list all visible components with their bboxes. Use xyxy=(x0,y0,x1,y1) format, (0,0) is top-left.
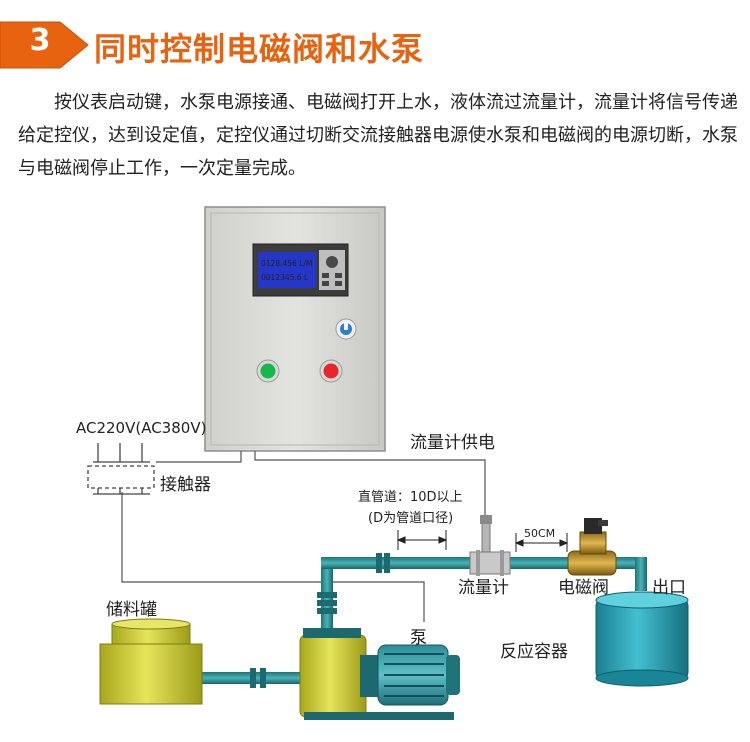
storage-tank-icon xyxy=(99,618,203,705)
pump-icon xyxy=(299,628,460,720)
lcd-screen xyxy=(258,252,316,288)
step-number: 3 xyxy=(29,23,51,58)
solenoid-valve-icon xyxy=(567,518,617,576)
flowmeter-label: 流量计 xyxy=(458,578,509,598)
straight-pipe-label: 直管道：10D以上 xyxy=(358,490,463,505)
contactor-icon xyxy=(87,443,155,495)
control-cabinet: 0128.456 L/M 0012345.6 L xyxy=(204,206,386,452)
pump-label: 泵 xyxy=(410,628,427,648)
flowmeter-power-label: 流量计供电 xyxy=(410,433,495,453)
lcd-line-1: 0128.456 L/M xyxy=(261,259,312,268)
key-icon xyxy=(335,273,342,278)
nav-key-icon xyxy=(326,256,338,268)
selector-knob-icon xyxy=(335,318,357,340)
description: 按仪表启动键，水泵电源接通、电磁阀打开上水，液体流过流量计，流量计将信号传递给定… xyxy=(18,92,738,179)
flowmeter-icon xyxy=(469,515,511,576)
page-title: 同时控制电磁阀和水泵 xyxy=(94,30,425,68)
contactor-label: 接触器 xyxy=(160,475,211,495)
header: 3 同时控制电磁阀和水泵 xyxy=(0,0,750,90)
power-label: AC220V(AC380V) xyxy=(76,419,206,437)
reactor-label: 反应容器 xyxy=(500,642,568,662)
flow-controller-display: 0128.456 L/M 0012345.6 L xyxy=(252,243,349,297)
key-icon xyxy=(322,273,329,278)
distance-dimension xyxy=(514,533,569,552)
solenoid-valve-label: 电磁阀 xyxy=(558,578,609,598)
key-icon xyxy=(335,281,342,286)
storage-tank-label: 储料罐 xyxy=(106,600,157,620)
outlet-label: 出口 xyxy=(652,578,686,598)
start-button-icon xyxy=(256,359,280,383)
distance-label: 50CM xyxy=(524,527,555,540)
straight-pipe-dimension xyxy=(396,530,448,550)
pipe-diameter-note: (D为管道口径) xyxy=(368,511,453,526)
pipeline xyxy=(190,553,647,688)
stop-button-icon xyxy=(319,359,343,383)
reactor-vessel-icon xyxy=(595,591,689,687)
step-badge-icon xyxy=(0,21,89,69)
key-icon xyxy=(322,281,329,286)
lcd-line-2: 0012345.6 L xyxy=(261,273,309,282)
wiring xyxy=(121,451,486,622)
